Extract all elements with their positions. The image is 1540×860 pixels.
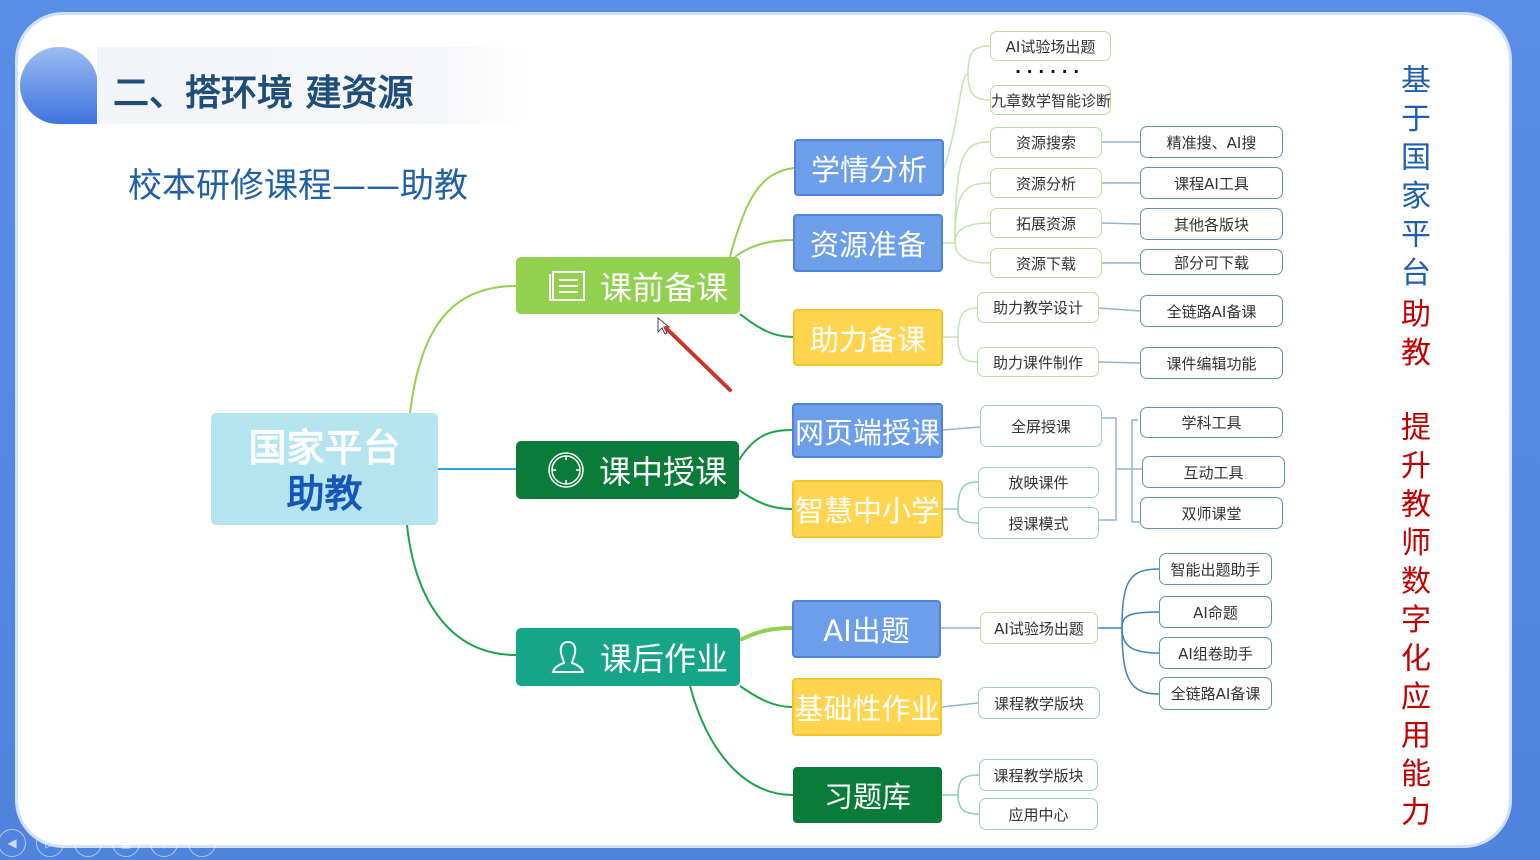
node-ai-questions[interactable]: AI出题: [792, 600, 941, 658]
leaf-extended-resource[interactable]: 拓展资源: [990, 208, 1102, 238]
ellipsis: · · · · · ·: [1015, 62, 1080, 81]
root-line2: 助教: [286, 472, 363, 516]
root-node[interactable]: 国家平台 助教: [211, 413, 438, 525]
previous-icon[interactable]: ◀: [0, 829, 26, 857]
leaf-other-sections[interactable]: 其他各版块: [1140, 208, 1283, 240]
title-decoration: [20, 47, 98, 124]
slide-title: 二、搭环境 建资源: [113, 73, 414, 114]
leaf-partial-download[interactable]: 部分可下载: [1140, 249, 1283, 275]
leaf-resource-download[interactable]: 资源下载: [990, 248, 1102, 278]
person-icon: [551, 640, 585, 673]
leaf-fullscreen[interactable]: 全屏授课: [980, 405, 1102, 447]
node-label: 课前备课: [599, 268, 728, 307]
document-icon: [548, 270, 585, 301]
node-question-bank[interactable]: 习题库: [793, 767, 942, 823]
leaf-teaching-design[interactable]: 助力教学设计: [977, 292, 1099, 323]
leaf-course-ai-tools[interactable]: 课程AI工具: [1140, 167, 1283, 199]
leaf-resource-search[interactable]: 资源搜索: [990, 127, 1102, 158]
leaf-resource-analysis[interactable]: 资源分析: [990, 168, 1102, 198]
pen-cursor-icon: [657, 316, 732, 392]
leaf-jiuzhang[interactable]: 九章数学智能诊断: [990, 85, 1111, 115]
leaf-full-chain-ai-2[interactable]: 全链路AI备课: [1159, 677, 1272, 710]
side-text-part1: 基于国家平台: [1395, 64, 1430, 295]
leaf-ai-lab-1[interactable]: AI试验场出题: [990, 31, 1111, 61]
slides-icon[interactable]: ▦: [112, 829, 140, 857]
leaf-full-chain-ai-1[interactable]: 全链路AI备课: [1140, 295, 1283, 327]
next-icon[interactable]: ▷: [36, 829, 64, 857]
leaf-app-center[interactable]: 应用中心: [979, 798, 1098, 830]
leaf-ai-lab-2[interactable]: AI试验场出题: [980, 612, 1098, 644]
root-line1: 国家平台: [248, 426, 401, 470]
leaf-ai-proposition[interactable]: AI命题: [1159, 596, 1272, 628]
slide-subtitle: 校本研修课程——助教: [128, 166, 468, 206]
node-resource-prep[interactable]: 资源准备: [793, 214, 943, 272]
node-in-class[interactable]: 课中授课: [516, 441, 739, 499]
leaf-interactive-tools[interactable]: 互动工具: [1142, 456, 1285, 488]
node-assist-prep[interactable]: 助力备课: [793, 309, 943, 366]
leaf-ai-paper-assembly[interactable]: AI组卷助手: [1159, 637, 1272, 669]
node-learning-analysis[interactable]: 学情分析: [794, 139, 944, 196]
side-text-part3: 提升教师数字化应用能力: [1395, 411, 1430, 835]
leaf-course-section-1[interactable]: 课程教学版块: [978, 687, 1100, 719]
pen-icon[interactable]: ✎: [74, 829, 102, 857]
leaf-play-courseware[interactable]: 放映课件: [978, 467, 1099, 498]
compass-circle-icon: [548, 452, 584, 488]
title-band: [97, 47, 527, 124]
node-smart-edu[interactable]: 智慧中小学: [792, 480, 943, 538]
node-after-class[interactable]: 课后作业: [516, 628, 740, 686]
leaf-teaching-mode[interactable]: 授课模式: [978, 507, 1099, 539]
side-text-part2: 助教: [1395, 298, 1430, 375]
leaf-courseware-edit[interactable]: 课件编辑功能: [1140, 347, 1283, 379]
leaf-precise-search[interactable]: 精准搜、AI搜: [1140, 126, 1283, 158]
leaf-course-section-2[interactable]: 课程教学版块: [979, 759, 1098, 791]
leaf-subject-tools[interactable]: 学科工具: [1140, 407, 1283, 438]
leaf-dual-teacher[interactable]: 双师课堂: [1140, 497, 1283, 529]
more-icon[interactable]: ···: [188, 829, 216, 857]
node-web-teaching[interactable]: 网页端授课: [792, 403, 943, 458]
zoom-icon[interactable]: ⚲: [150, 829, 178, 857]
leaf-courseware-making[interactable]: 助力课件制作: [977, 347, 1099, 377]
node-label: 课中授课: [598, 453, 727, 491]
node-pre-class[interactable]: 课前备课: [516, 257, 740, 314]
leaf-smart-question-helper[interactable]: 智能出题助手: [1159, 553, 1272, 585]
node-basic-homework[interactable]: 基础性作业: [792, 678, 942, 736]
node-label: 课后作业: [599, 640, 728, 678]
